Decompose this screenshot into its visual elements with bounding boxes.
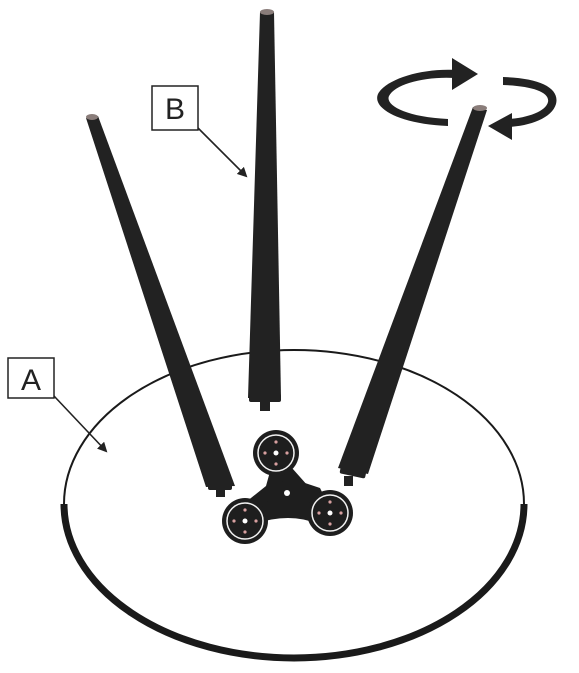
central-hub: [222, 430, 353, 544]
rod-right: [338, 105, 487, 486]
callout-b: B: [151, 85, 248, 178]
label-a: A: [21, 364, 41, 397]
callout-a-arrow: [53, 395, 108, 453]
hub-lobe-right: [307, 490, 353, 536]
callout-a: A: [7, 357, 108, 453]
label-b-box: [151, 85, 199, 131]
callout-b-arrow: [197, 127, 248, 178]
rod-left: [86, 114, 235, 497]
label-a-box: [7, 357, 55, 399]
rotation-arrows-icon: [377, 58, 557, 140]
hub-lobe-top: [253, 430, 299, 476]
label-b: B: [165, 93, 185, 126]
hub-lobe-left: [222, 498, 268, 544]
rod-center: [248, 9, 281, 411]
